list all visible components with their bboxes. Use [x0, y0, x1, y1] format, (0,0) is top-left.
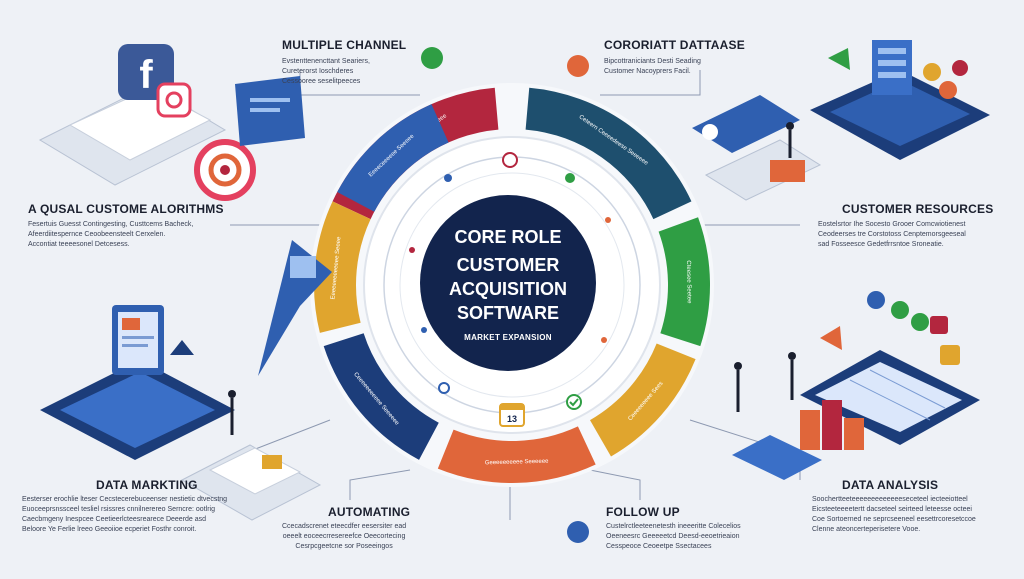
connector-dot-green [421, 47, 443, 69]
connector-line [600, 70, 701, 96]
orbit-node [605, 217, 611, 223]
desc-line: Ceodeerses tre Corstotoss Cenptemorsgees… [818, 231, 966, 238]
desc-line: Coe Sortoerned ne seprcseeneel eesettrco… [812, 516, 976, 523]
instagram-icon [156, 82, 192, 118]
corporate-database-desc: Bipcottraniciants Desti Seading Customer… [604, 57, 701, 77]
desc-line: Cessooree seselitpeeces [282, 78, 361, 85]
core-line-2: CUSTOMER [456, 255, 560, 275]
desc-line: Custelrctleeteenetesth ineeeritte Colece… [606, 523, 741, 530]
calendar-badge-number: 13 [507, 414, 517, 424]
multiple-channel-desc: Evstenttenencttant Seariers, Cureterorst… [282, 57, 370, 87]
customer-resources-title: CUSTOMER RESOURCES [842, 202, 994, 216]
core-line-4: SOFTWARE [457, 303, 559, 323]
follow-up-desc: Custelrctleeteenetesth ineeeritte Colece… [606, 522, 741, 552]
core-line-3: ACQUISITION [448, 279, 567, 299]
orbit-node [409, 247, 415, 253]
corporate-database-title: CORORIATT DATTAASE [604, 38, 745, 52]
orbit-node [444, 174, 452, 182]
desc-line: Caecbmgeny Inespcee Ceetieerlcteesrearec… [22, 516, 207, 523]
data-analysis-title: DATA ANALYSIS [842, 478, 939, 492]
core-subtitle: MARKET EXPANSION [464, 333, 552, 342]
automating-title: AUTOMATING [328, 505, 411, 519]
ring-band-bottom-left [323, 333, 439, 460]
ring-band-left-upper [337, 104, 449, 212]
automating-desc: Ccecadscrenet eteecdfer eesersiter ead o… [282, 522, 406, 552]
ring-band-right-upper [658, 217, 711, 347]
core-circle: CORE ROLE CUSTOMER ACQUISITION SOFTWARE … [420, 195, 596, 371]
check-node [566, 394, 582, 410]
desc-line: Evstenttenencttant Seariers, [282, 58, 370, 65]
data-analysis-desc: Soochertteeteeeeeeeeeeeeeseceteel iectee… [812, 495, 976, 535]
connector-line [589, 469, 641, 500]
ring-band-text: Geeeeeeeeee Seeeeee [485, 459, 550, 467]
orbit-node [421, 327, 427, 333]
desc-line: Fesertuis Guesst Contingesting, Custtcem… [28, 221, 194, 228]
desc-line: Bipcottraniciants Desti Seading [604, 58, 701, 65]
orbit-node [565, 173, 575, 183]
bar-stack [844, 418, 864, 450]
dashboard-screen [692, 95, 800, 153]
data-marketing-desc: Eesterser erochlie lteser Cecstecerebuce… [22, 495, 227, 535]
check-icon [569, 398, 579, 407]
desc-line: Cesrpcgeetcne sor Poseeingos [295, 543, 393, 550]
desc-line: Beloore Ye Ferlie lreeo Geeoiioe ecperie… [22, 526, 197, 533]
database-illustration [692, 40, 990, 201]
data-marketing-title: DATA MARKTING [96, 478, 198, 492]
desc-line: Accontiat teeeesonel Detcesess. [28, 241, 130, 248]
ring-band-right-lower [590, 343, 696, 457]
multiple-channel-title: MULTIPLE CHANNEL [282, 38, 407, 52]
ring-band-text: Cteesee Seetee [685, 260, 692, 304]
customer-resources-desc: Eostelsrtor Ihe Socesto Grooer Comcwioti… [818, 220, 966, 250]
connector-dot-blue [567, 521, 589, 543]
ring-band-top-right [525, 87, 692, 220]
desc-line: Customer Nacoyprers Facil. [604, 68, 691, 75]
desc-line: Oeeneesrc Geeeeetcd Deesd-eeoetrieaion [606, 533, 740, 540]
desc-line: Eicsteeteeeetertt dacseteel seirteed let… [812, 506, 972, 513]
desc-line: Ccecadscrenet eteecdfer eesersiter ead [282, 523, 407, 530]
follow-up-title: FOLLOW UP [606, 505, 680, 519]
qualitative-algorithms-desc: Fesertuis Guesst Contingesting, Custtcem… [28, 220, 193, 250]
desc-line: Soochertteeteeeeeeeeeeeeeseceteel iectee… [812, 496, 968, 503]
orbit-nodes [409, 152, 611, 410]
desc-line: Eostelsrtor Ihe Socesto Grooer Comcwioti… [818, 221, 966, 228]
orbit-node [601, 337, 607, 343]
ring-band-left-lower [314, 201, 371, 333]
connector-dot-orange [567, 55, 589, 77]
svg-text:f: f [139, 53, 153, 97]
analysis-illustration [732, 291, 980, 480]
bar-stack [800, 410, 820, 450]
calendar-icon [499, 403, 525, 427]
orbit-node [502, 152, 518, 168]
laptop [732, 435, 822, 480]
desc-line: Cureterorst Ioschderes [282, 68, 354, 75]
qualitative-algorithms-title: A QUSAL CUSTOME ALORITHMS [28, 202, 224, 216]
bar-stack [822, 400, 842, 450]
core-line-1: CORE ROLE [454, 227, 562, 247]
desc-line: Clenne ateoncerteperisetere Vooe. [812, 526, 921, 533]
marketing-illustration [40, 240, 332, 521]
social-media-illustration: f [38, 44, 305, 201]
desc-line: Euoceeprsnssceel tesliel rsissres cnniln… [22, 506, 215, 513]
desc-line: sad Fosseesce Gedetfrrsntoe Sroneatie. [818, 241, 944, 248]
desc-line: oeeelt eoceecrresereefce Oeecortecing [282, 533, 406, 540]
orbit-node [438, 382, 450, 394]
desc-line: Afeerdiitespernce Ceoobeensteelt Cerxele… [28, 231, 166, 238]
desc-line: Cesspeoce Ceoeetpe Ssectacees [606, 543, 712, 550]
orbit-ring-inner [399, 172, 625, 398]
ring-band-bottom-right [437, 426, 596, 483]
desc-line: Eesterser erochlie lteser Cecstecerebuce… [22, 496, 228, 503]
connector-line [349, 469, 411, 500]
